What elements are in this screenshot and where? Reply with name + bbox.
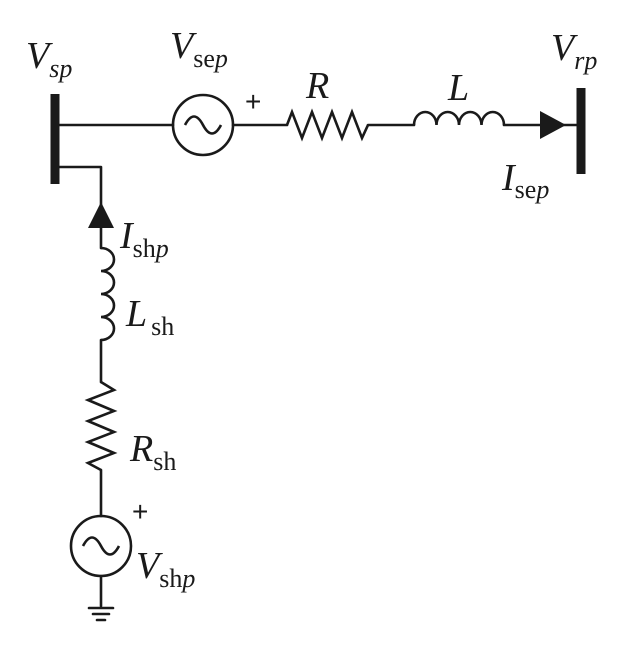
label-r: R [305, 65, 329, 107]
shunt-resistor-rsh [84, 380, 118, 472]
series-voltage-source [171, 93, 235, 157]
label-v-sep: Vsep [170, 25, 228, 73]
label-v-rp: Vrp [551, 27, 597, 75]
shunt-voltage-source [69, 514, 133, 578]
wire-shunt-top [53, 165, 103, 250]
resistor-r [285, 108, 370, 142]
label-v-sp: Vsp [26, 35, 72, 83]
inductor-l [412, 110, 506, 126]
i-shp-arrow [88, 202, 114, 228]
label-i-sep: Isep [501, 157, 549, 204]
shunt-source-plus: + [132, 496, 148, 527]
label-v-shp: Vshp [136, 545, 195, 593]
series-source-plus: + [245, 86, 261, 117]
i-sep-arrow [540, 111, 566, 139]
label-r-sh: Rsh [129, 428, 176, 476]
ground-icon [87, 606, 115, 622]
shunt-inductor-lsh [100, 246, 116, 342]
label-i-shp: Ishp [119, 215, 169, 263]
label-l: L [447, 67, 469, 109]
